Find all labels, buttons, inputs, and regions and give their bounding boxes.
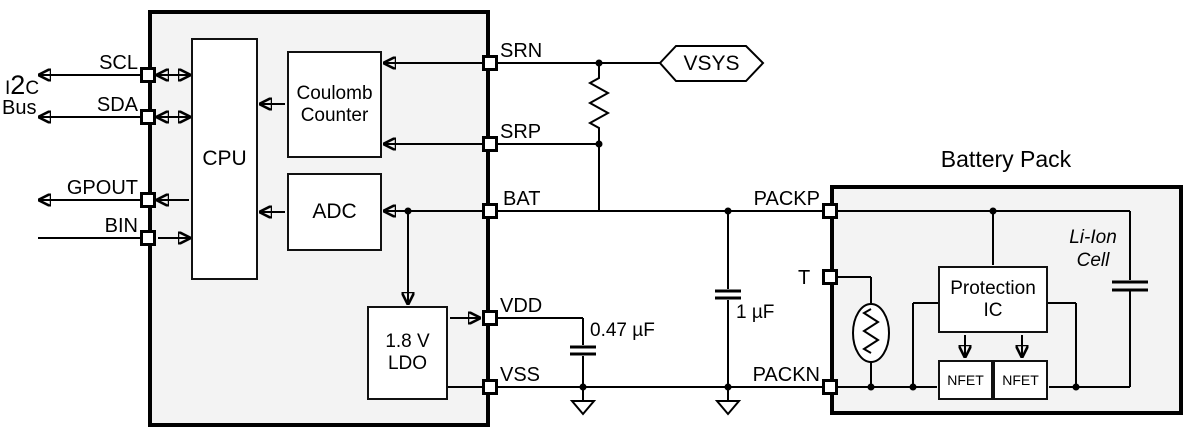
- pin-t: [822, 269, 838, 285]
- coulomb-counter-label: Coulomb Counter: [296, 82, 373, 126]
- pin-label-scl: SCL: [99, 52, 138, 74]
- pin-label-srn: SRN: [500, 40, 543, 62]
- li-ion-cell-label: Li-Ion Cell: [1069, 227, 1117, 271]
- pin-packn: [822, 379, 838, 395]
- vdd-cap-value: 0.47 µF: [590, 320, 655, 341]
- thermistor-zigzag: [862, 308, 880, 354]
- cpu-pin-wires: [158, 75, 189, 238]
- ldo-block: 1.8 V LDO: [367, 306, 448, 400]
- vsys-node-hexagon: [658, 45, 765, 82]
- i2c-bus-label-line1: I2C: [5, 72, 39, 99]
- pin-label-vss: VSS: [500, 364, 541, 386]
- pin-srp: [482, 136, 498, 152]
- pin-label-bat: BAT: [503, 188, 541, 210]
- vdd-capacitor: [496, 317, 596, 387]
- pin-bat: [482, 203, 498, 219]
- battery-pack-wiring: [838, 210, 1148, 388]
- bat-capacitor: [715, 211, 741, 387]
- bat-cap-value: 1 µF: [736, 302, 775, 323]
- pin-packp: [822, 203, 838, 219]
- vsys-net-label: VSYS: [683, 52, 740, 75]
- protection-ic-block: Protection IC: [938, 266, 1048, 333]
- junction-dots: [404, 59, 1080, 391]
- nfet-right-block: NFET: [993, 360, 1048, 400]
- pin-vss: [482, 379, 498, 395]
- ground-symbol-left: [569, 387, 597, 416]
- nfet-left-block: NFET: [938, 360, 993, 400]
- cpu-block: CPU: [191, 38, 258, 280]
- cpu-label: CPU: [202, 146, 247, 170]
- ldo-label: 1.8 V LDO: [385, 331, 430, 374]
- pin-label-bin: BIN: [104, 215, 138, 237]
- pin-label-vdd: VDD: [500, 295, 543, 317]
- pin-vdd: [482, 310, 498, 326]
- thermistor-body: [852, 303, 890, 363]
- sense-and-adc-wires: [261, 63, 484, 388]
- pin-label-gpout: GPOUT: [66, 177, 138, 199]
- pin-label-packp: PACKP: [753, 188, 820, 210]
- sense-resistor: [587, 63, 611, 144]
- battery-pack-title: Battery Pack: [940, 146, 1072, 172]
- i2c-i: I: [5, 78, 11, 99]
- pin-srn: [482, 55, 498, 71]
- pin-gpout: [140, 192, 156, 208]
- i2c-c: C: [25, 78, 40, 99]
- pin-label-packn: PACKN: [752, 364, 820, 386]
- protection-ic-label: Protection IC: [950, 277, 1036, 321]
- pin-scl: [140, 67, 156, 83]
- ground-symbol-right: [714, 387, 742, 416]
- pin-bin: [140, 230, 156, 246]
- pin-label-t: T: [798, 267, 811, 289]
- pin-label-srp: SRP: [500, 121, 542, 143]
- nfet-left-label: NFET: [947, 371, 984, 388]
- coulomb-counter-block: Coulomb Counter: [287, 51, 382, 158]
- adc-block: ADC: [287, 173, 382, 251]
- nfet-right-label: NFET: [1002, 371, 1039, 388]
- pin-label-sda: SDA: [96, 94, 138, 116]
- i2c-external-wires: [40, 75, 140, 117]
- adc-label: ADC: [312, 199, 357, 223]
- pin-sda: [140, 109, 156, 125]
- i2c-two: 2: [10, 70, 26, 100]
- i2c-bus-label-line2: Bus: [2, 97, 37, 119]
